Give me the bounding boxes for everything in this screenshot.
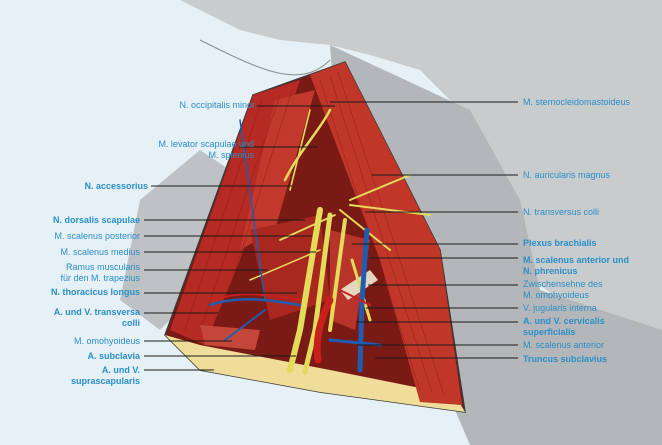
leader-lines	[144, 101, 518, 371]
label-m-scalenus-anterior: M. scalenus anterior	[523, 340, 605, 350]
label-m-scalenus-posterior: M. scalenus posterior	[54, 231, 140, 241]
label-n-transversus-colli: N. transversus colli	[523, 207, 600, 217]
skin-region	[180, 0, 662, 330]
fat-layer	[165, 335, 465, 412]
label-m-sternocleidomastoideus: M. sternocleidomastoideus	[523, 97, 631, 107]
label-v-jugularis-interna: V. jugularis interna	[523, 303, 597, 313]
omohyoid-muscle	[200, 325, 260, 350]
label-a-v-suprascapularis: A. und V.suprascapularis	[70, 365, 140, 386]
label-n-auricularis-magnus: N. auricularis magnus	[523, 170, 611, 180]
shoulder-skin-region	[120, 150, 230, 330]
label-n-occipitalis-minor: N. occipitalis minor	[179, 100, 255, 110]
arteries	[214, 289, 371, 364]
scalenus-medius-muscle	[250, 215, 330, 320]
label-n-dorsalis-scapulae: N. dorsalis scapulae	[52, 215, 140, 225]
label-n-accessorius: N. accessorius	[84, 181, 148, 191]
sternocleidomastoid-muscle	[310, 62, 462, 405]
label-n-thoracicus-longus: N. thoracicus longus	[50, 287, 140, 297]
label-plexus-brachialis: Plexus brachialis	[523, 238, 597, 248]
levator-scapulae-muscle	[240, 90, 315, 250]
label-m-scalenus-medius: M. scalenus medius	[60, 247, 140, 257]
label-m-omohyoideus: M. omohyoideus	[73, 336, 140, 346]
label-a-subclavia: A. subclavia	[87, 351, 140, 361]
label-truncus-subclavius: Truncus subclavius	[523, 354, 608, 364]
skin-fold-line	[199, 39, 331, 76]
